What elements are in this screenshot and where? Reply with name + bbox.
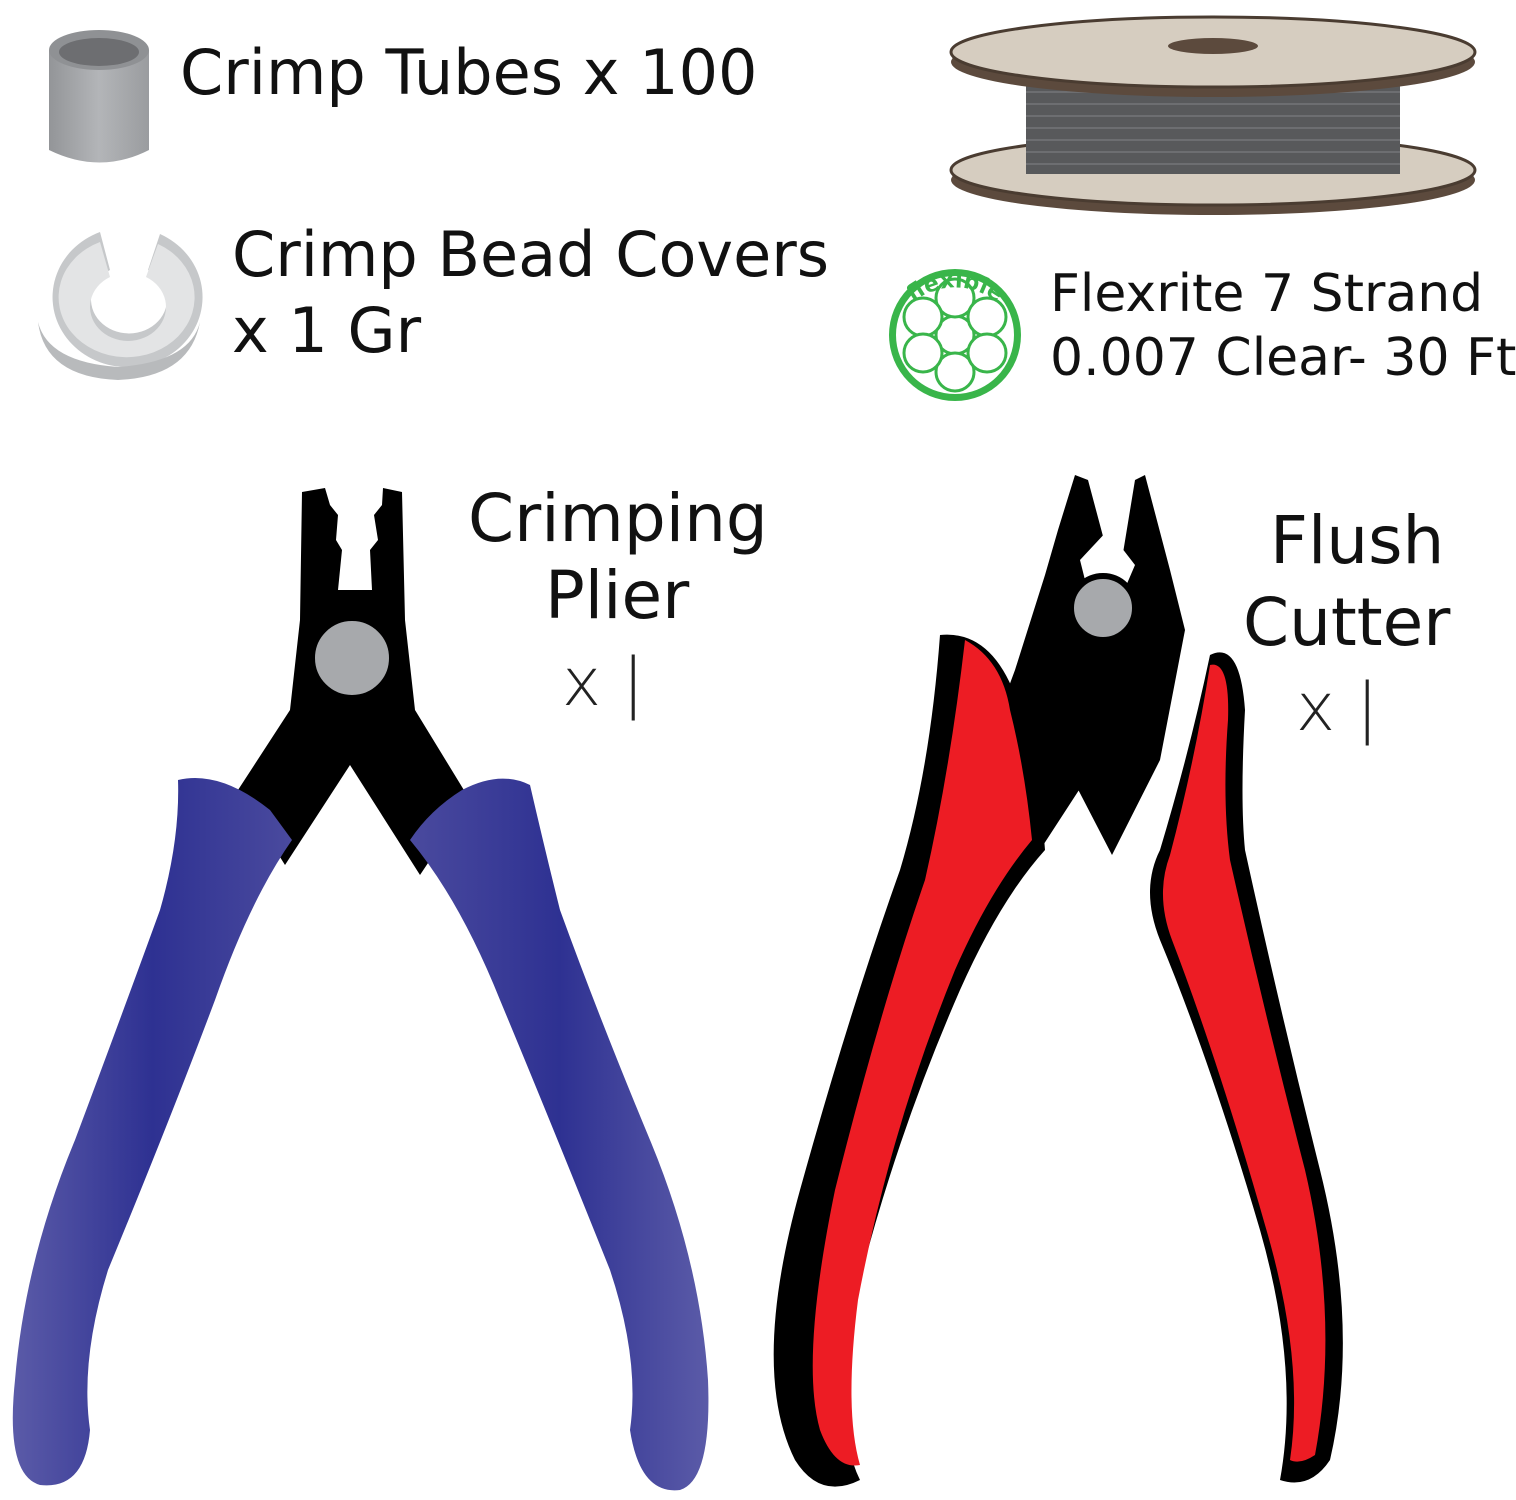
bead-covers-label-line2: x 1 Gr	[232, 294, 422, 367]
bead-cover-icon	[38, 232, 203, 380]
wire-spool-icon	[949, 15, 1477, 215]
crimping-plier-icon	[12, 488, 709, 1491]
flush-cutter-label-line2: Cutter	[1243, 584, 1451, 661]
flush-cutter-icon	[773, 475, 1343, 1487]
crimping-plier-label-line2: Plier	[545, 557, 690, 634]
flush-cutter-label-line1: Flush	[1270, 502, 1445, 579]
wire-label-line2: 0.007 Clear- 30 Ft	[1050, 328, 1516, 388]
flexible-strand-icon: flexible	[889, 268, 1021, 401]
wire-label-line1: Flexrite 7 Strand	[1050, 264, 1484, 324]
crimping-plier-label-line1: Crimping	[468, 480, 768, 557]
flush-cutter-qty: x |	[1296, 669, 1379, 746]
bead-covers-label-line1: Crimp Bead Covers	[232, 218, 830, 291]
crimp-tube-icon	[49, 30, 149, 163]
crimping-plier-qty: x |	[562, 644, 645, 721]
crimp-tubes-label: Crimp Tubes x 100	[180, 36, 758, 109]
